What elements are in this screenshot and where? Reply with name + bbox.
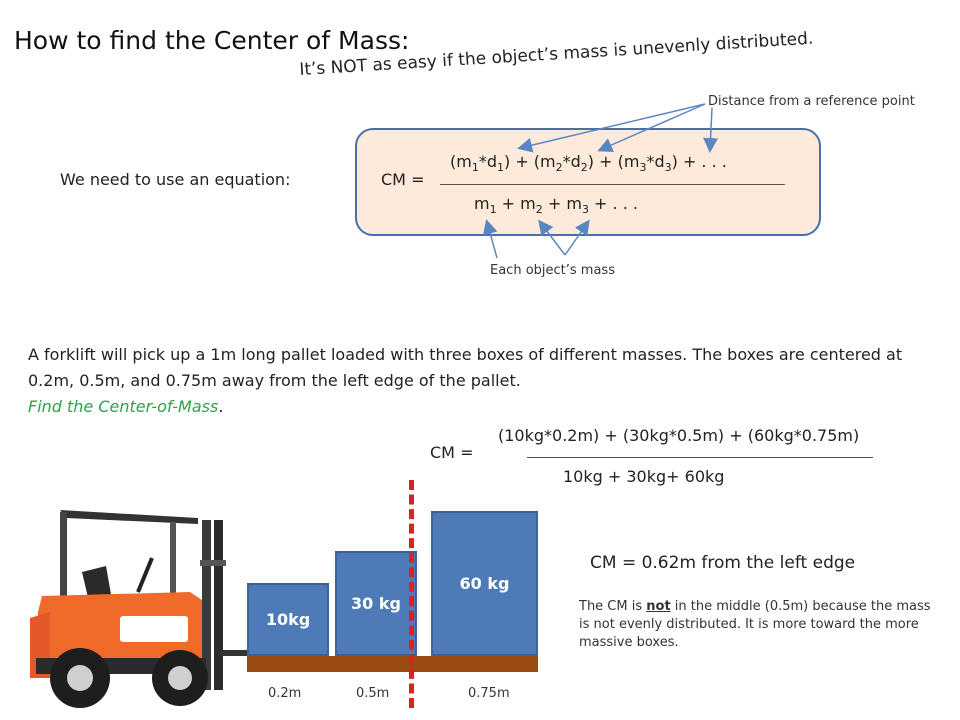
position-label: 0.5m	[356, 686, 390, 701]
calc-denominator: 10kg + 30kg+ 60kg	[563, 467, 725, 486]
equation-intro: We need to use an equation:	[60, 170, 291, 189]
explanation-text: The CM is not in the middle (0.5m) becau…	[579, 599, 931, 650]
box-30kg: 30 kg	[335, 551, 417, 656]
box-10kg: 10kg	[247, 583, 329, 656]
forklift-illustration	[30, 510, 250, 708]
find-prompt: Find the Center-of-Mass	[28, 397, 219, 416]
calc-fraction-bar	[527, 457, 873, 458]
equation-box	[355, 128, 821, 236]
arrow-to-m1	[482, 219, 498, 259]
arrow-to-m2	[538, 219, 566, 256]
equation-denominator: m1 + m2 + m3 + . . .	[474, 194, 638, 217]
box-60kg: 60 kg	[431, 511, 538, 656]
position-label: 0.2m	[268, 686, 302, 701]
pallet	[247, 656, 538, 672]
equation-lhs: CM =	[381, 170, 425, 189]
annotation-distance: Distance from a reference point	[708, 94, 915, 109]
calc-numerator: (10kg*0.2m) + (30kg*0.5m) + (60kg*0.75m)	[498, 426, 860, 445]
equation-fraction-bar	[440, 184, 785, 185]
arrow-to-d2	[597, 103, 706, 153]
arrow-to-d3	[703, 107, 719, 153]
arrow-to-m3	[564, 219, 590, 256]
center-of-mass-line	[409, 480, 414, 708]
problem-text: A forklift will pick up a 1m long pallet…	[28, 345, 903, 416]
equation-numerator: (m1*d1) + (m2*d2) + (m3*d3) + . . .	[450, 152, 727, 175]
calc-lhs: CM =	[430, 443, 474, 462]
result-text: CM = 0.62m from the left edge	[590, 553, 856, 573]
page-title: How to find the Center of Mass:	[14, 26, 410, 55]
annotation-mass: Each object’s mass	[490, 263, 615, 278]
arrow-to-d1	[517, 103, 706, 153]
position-label: 0.75m	[468, 686, 510, 701]
